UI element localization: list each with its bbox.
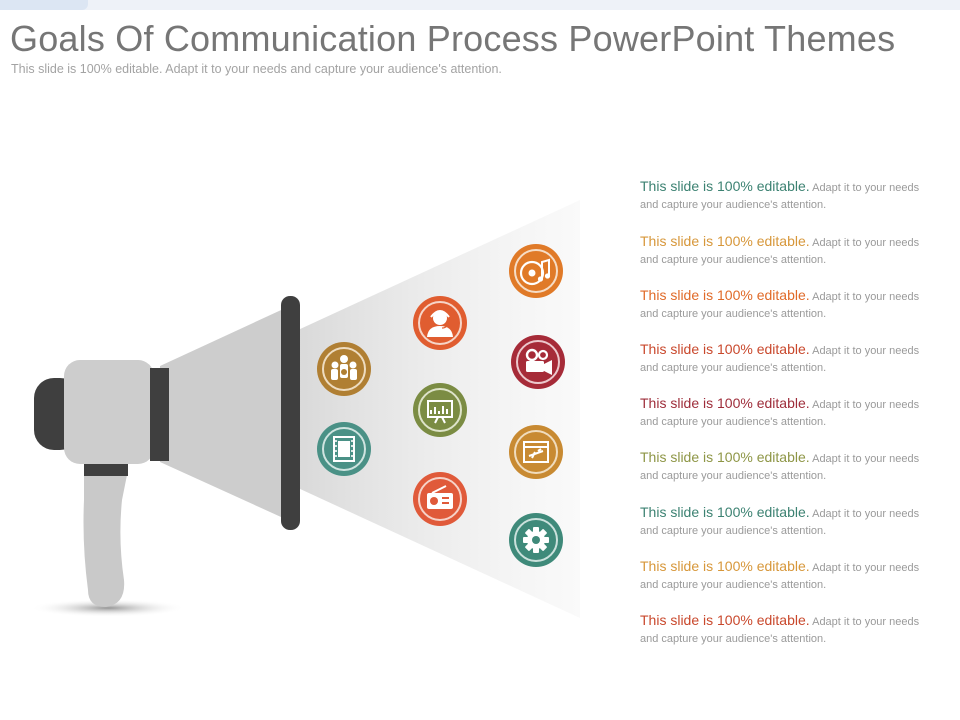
megaphone-cone <box>160 305 292 522</box>
item-lead: This slide is 100% editable. <box>640 178 810 194</box>
slide-subtitle: This slide is 100% editable. Adapt it to… <box>11 62 502 76</box>
list-item: This slide is 100% editable. Adapt it to… <box>640 178 940 213</box>
list-item: This slide is 100% editable. Adapt it to… <box>640 558 940 593</box>
item-rest: Adapt it to your needs and capture your … <box>640 616 920 645</box>
item-lead: This slide is 100% editable. <box>640 558 810 574</box>
item-rest: Adapt it to your needs and capture your … <box>640 237 920 266</box>
slide-title: Goals Of Communication Process PowerPoin… <box>10 18 896 59</box>
megaphone-shadow <box>30 599 186 617</box>
megaphone-bell-rim <box>281 296 300 530</box>
item-rest: Adapt it to your needs and capture your … <box>640 508 920 537</box>
item-rest: Adapt it to your needs and capture your … <box>640 182 920 211</box>
list-item: This slide is 100% editable. Adapt it to… <box>640 341 940 376</box>
item-lead: This slide is 100% editable. <box>640 449 810 465</box>
megaphone-handle <box>83 470 128 607</box>
film-strip-icon <box>317 422 371 476</box>
gear-icon <box>509 513 563 567</box>
top-accent-bar <box>0 0 960 10</box>
item-rest: Adapt it to your needs and capture your … <box>640 345 920 374</box>
item-rest: Adapt it to your needs and capture your … <box>640 453 920 482</box>
megaphone-collar <box>150 368 169 461</box>
item-lead: This slide is 100% editable. <box>640 612 810 628</box>
top-accent-tab <box>0 0 88 10</box>
item-lead: This slide is 100% editable. <box>640 341 810 357</box>
list-item: This slide is 100% editable. Adapt it to… <box>640 504 940 539</box>
icon-group <box>317 244 565 567</box>
cd-music-icon <box>509 244 563 298</box>
item-lead: This slide is 100% editable. <box>640 233 810 249</box>
team-icon <box>317 342 371 396</box>
list-item: This slide is 100% editable. Adapt it to… <box>640 233 940 268</box>
radio-icon <box>413 472 467 526</box>
megaphone-body <box>64 360 154 464</box>
item-lead: This slide is 100% editable. <box>640 504 810 520</box>
item-rest: Adapt it to your needs and capture your … <box>640 399 920 428</box>
item-rest: Adapt it to your needs and capture your … <box>640 562 920 591</box>
video-camera-icon <box>511 335 565 389</box>
item-lead: This slide is 100% editable. <box>640 395 810 411</box>
list-item: This slide is 100% editable. Adapt it to… <box>640 449 940 484</box>
airplane-window-icon <box>509 425 563 479</box>
item-rest: Adapt it to your needs and capture your … <box>640 291 920 320</box>
list-item: This slide is 100% editable. Adapt it to… <box>640 287 940 322</box>
support-agent-icon <box>413 296 467 350</box>
presentation-chart-icon <box>413 383 467 437</box>
item-lead: This slide is 100% editable. <box>640 287 810 303</box>
list-item: This slide is 100% editable. Adapt it to… <box>640 395 940 430</box>
list-item: This slide is 100% editable. Adapt it to… <box>640 612 940 647</box>
megaphone-handle-cap <box>84 464 128 476</box>
